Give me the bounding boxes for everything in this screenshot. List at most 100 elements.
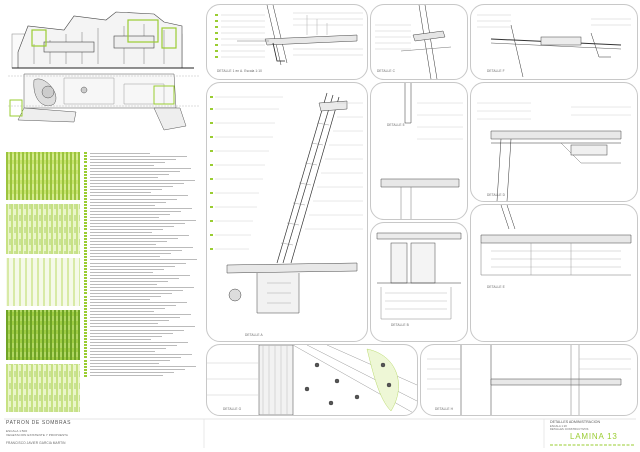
legend-row [84,194,200,198]
legend-marker [84,359,87,362]
legend-marker [84,301,87,304]
legend-row [84,249,200,253]
vegetation-tile-2 [6,204,80,254]
detail-a-label: DETALLE A [245,333,263,337]
legend-marker [84,155,87,158]
legend-line [90,360,170,361]
legend-marker [84,237,87,240]
legend-row [84,155,200,158]
legend-row [84,255,200,259]
right-subtitle-1: ESCALA 1:20 [550,425,567,428]
legend-marker [84,249,87,252]
legend-marker [84,222,87,225]
detail-panel-a1: DETALLE 1 en A. Escala 1:10 [206,4,368,80]
detail-lower-right-drawing [480,205,632,276]
legend-line [90,280,168,282]
legend-row [84,237,200,240]
legend-line [90,305,176,307]
left-subtitle-2: VEGETACION EXISTENTE Y PROPUESTA [6,433,68,437]
legend-line [90,363,159,365]
legend-marker [84,362,87,365]
detail-h-label: DETALLE H [435,407,454,411]
legend-row [84,231,200,234]
legend-row [84,280,200,283]
legend-row [84,210,200,213]
detail-f-drawing [477,14,631,78]
legend-line [90,344,177,346]
legend-marker [84,201,87,204]
legend-line [90,341,188,343]
vegetation-tile-5 [6,364,80,412]
legend-line [90,165,154,166]
legend-marker [84,228,87,231]
legend-row [84,271,200,274]
legend-marker [84,329,87,332]
legend-marker [84,188,87,191]
legend-line [90,177,158,179]
legend-line [90,253,171,255]
legend-row [84,185,200,189]
legend-row [84,310,200,313]
sheet-number: LAMINA 13 [570,432,618,441]
legend-line [90,192,151,194]
legend-marker [84,295,87,298]
left-subtitle-1: ESCALA 1:500 [6,429,28,433]
legend-line [90,268,164,270]
legend-line [90,180,195,182]
legend-marker [84,210,87,213]
legend-row [84,182,200,185]
legend-marker [84,252,87,255]
legend-marker [84,198,87,201]
right-title: DETALLES ADMINISTRACION [550,420,601,424]
legend-row [84,228,200,231]
legend-line [90,195,188,197]
legend-marker [84,271,87,274]
detail-a1-drawing [215,5,363,66]
legend-line [90,174,169,176]
legend-row [84,350,200,353]
legend-line [90,274,190,276]
legend-line [90,235,189,237]
detail-e-drawing [380,83,463,219]
legend-line [90,296,161,298]
legend-row [84,243,200,246]
title-block: PATRON DE SOMBRAS ESCALA 1:500 VEGETACIO… [4,418,636,448]
legend-row [84,173,200,176]
legend-row [84,204,200,207]
legend-row [84,325,200,329]
detail-g-label: DETALLE G [223,407,242,411]
detail-f-label: DETALLE F [487,69,505,73]
legend-row [84,329,200,332]
legend-line [90,232,152,234]
legend-marker [84,246,87,249]
legend-line [90,189,162,191]
detail-d-label: DETALLE D [487,193,506,197]
vegetation-shadow-patterns [6,152,80,412]
legend-row [84,246,200,249]
legend-marker [84,194,87,197]
legend-row [84,341,200,344]
legend-line [90,311,154,313]
detail-panel-e: DETALLE E [370,82,468,220]
legend-marker [84,292,87,295]
legend-line [90,338,151,340]
legend-line [90,277,179,279]
legend-marker [84,216,87,219]
legend-marker [84,231,87,234]
detail-a1-label: DETALLE 1 en A. Escala 1:10 [217,69,262,73]
legend-marker [84,286,87,289]
legend-marker [84,265,87,268]
legend-row [84,307,200,310]
detail-c-drawing [375,5,452,79]
legend-line [90,299,150,301]
legend-row [84,301,200,304]
legend-row [84,365,200,368]
legend-marker [84,176,87,179]
legend-line [90,314,191,316]
detail-panel-c: DETALLE C [370,4,468,80]
legend-marker [84,332,87,335]
legend-line [90,326,195,328]
legend-line [90,210,181,212]
detail-panel-d: DETALLE D [470,82,638,202]
